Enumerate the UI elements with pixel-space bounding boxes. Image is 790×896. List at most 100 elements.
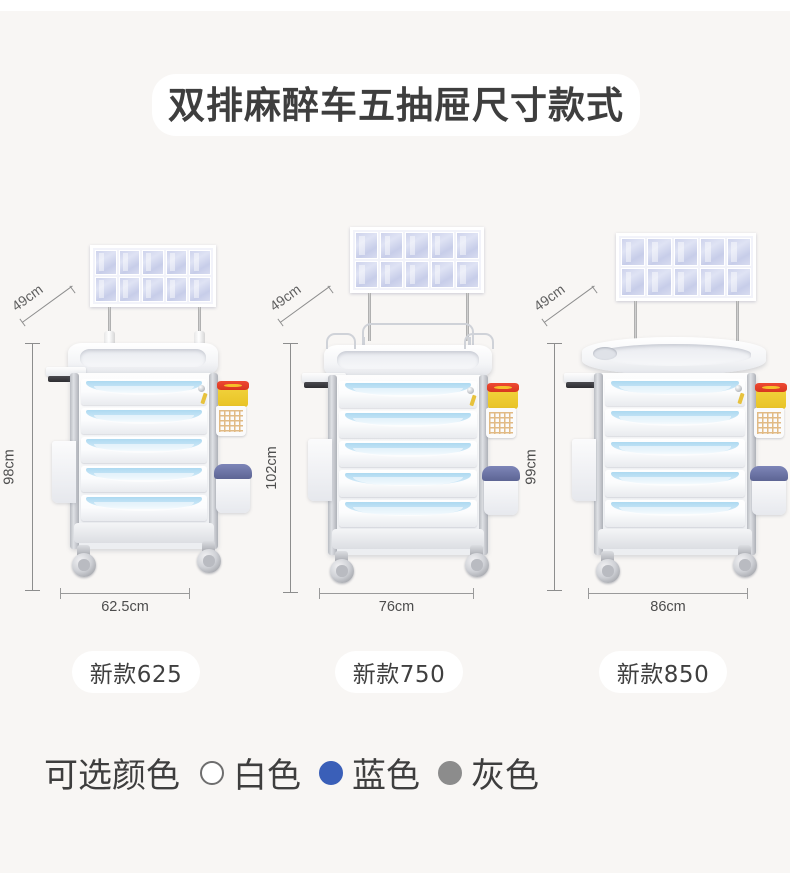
drawer[interactable] [605, 499, 745, 528]
drawer[interactable] [81, 408, 207, 434]
drawer[interactable] [81, 379, 207, 405]
width-dimension-625: 62.5cm [60, 588, 190, 619]
dimension-tick-bottom [547, 590, 562, 591]
drawer[interactable] [605, 469, 745, 497]
drawer[interactable] [81, 495, 207, 521]
cabinet-plinth [598, 529, 752, 549]
sharps-container [755, 383, 787, 409]
drawer[interactable] [339, 440, 477, 468]
waste-bin-lid [482, 466, 520, 481]
waste-bin-lid [750, 466, 788, 481]
drawer[interactable] [339, 470, 477, 498]
caster-yoke [335, 551, 348, 562]
organizer-bin [118, 277, 141, 302]
dimension-tick-left [588, 588, 589, 599]
side-storage-bin [308, 439, 332, 501]
color-option-white[interactable]: 白色 [200, 748, 301, 797]
counter-basin [596, 343, 752, 366]
color-name-gray: 灰色 [471, 756, 539, 796]
organizer-bin [621, 268, 646, 296]
color-options-row: 可选颜色 白色 蓝色 灰色 [44, 748, 557, 797]
organizer-bin [430, 261, 454, 288]
counter-side-handle[interactable] [464, 333, 494, 349]
color-options-label: 可选颜色 [44, 756, 180, 796]
dimension-line [32, 343, 33, 591]
model-label-850: 新款850 [599, 651, 727, 693]
width-label-850: 86cm [650, 599, 686, 615]
organizer-bin [647, 238, 672, 266]
utility-basket [486, 408, 516, 438]
organizer-bin [673, 238, 699, 266]
height-label-850: 99cm [523, 449, 540, 485]
caster-wheel [596, 559, 620, 583]
caster-yoke [470, 545, 483, 556]
caster-wheel [733, 553, 757, 577]
pole-foot [104, 331, 115, 347]
drawer[interactable] [81, 466, 207, 492]
organizer-bin [700, 238, 725, 266]
sharps-container-lid [487, 383, 519, 392]
central-lock[interactable] [467, 387, 474, 394]
model-label-750: 新款750 [335, 651, 463, 693]
model-label-625: 新款625 [72, 651, 200, 693]
side-storage-bin [52, 441, 76, 503]
dimension-line [588, 593, 748, 594]
counter-side-handle[interactable] [326, 333, 356, 349]
organizer-bin [189, 277, 211, 302]
dimension-tick-left [319, 588, 320, 599]
rack-support-pole [198, 307, 201, 335]
waste-bin [214, 464, 252, 513]
drawer[interactable] [339, 410, 477, 438]
dimension-tick-bottom [25, 590, 40, 591]
model-label-750-text: 新款750 [352, 662, 446, 688]
drawer[interactable] [81, 437, 207, 463]
width-dimension-850: 86cm [588, 588, 748, 619]
waste-bin-lid [214, 464, 252, 479]
central-lock[interactable] [198, 385, 205, 392]
side-storage-bin [572, 439, 596, 501]
waste-bin [482, 466, 520, 515]
rack-support-pole [466, 293, 469, 341]
dimension-tick-right [747, 588, 748, 599]
organizer-bin [189, 250, 211, 275]
organizer-bin [726, 238, 751, 266]
drawer[interactable] [339, 500, 477, 527]
drawer[interactable] [605, 409, 745, 437]
color-option-blue[interactable]: 蓝色 [319, 748, 420, 797]
caster-yoke [601, 551, 614, 562]
dimension-tick-right [473, 588, 474, 599]
sharps-container [217, 381, 249, 407]
waste-bin [750, 466, 788, 515]
caster-wheel [465, 553, 489, 577]
caster-wheel [72, 553, 96, 577]
drawer[interactable] [605, 379, 745, 407]
sharps-container-lid [217, 381, 249, 390]
side-pullout-tray [302, 373, 346, 382]
cart-illustration-625 [46, 245, 252, 600]
organizer-bin [355, 261, 379, 288]
cabinet-side-rail [594, 373, 603, 555]
drawer[interactable] [339, 381, 477, 408]
organizer-bin [95, 277, 117, 302]
caster-yoke [738, 545, 751, 556]
sharps-container-lid [755, 383, 787, 392]
model-label-625-text: 新款625 [89, 662, 183, 688]
rack-support-pole [368, 293, 371, 341]
top-organizer-rack [616, 233, 756, 301]
central-lock[interactable] [735, 385, 742, 392]
drawer-cabinet [594, 373, 756, 555]
height-label-625: 98cm [1, 449, 18, 485]
counter-top [582, 337, 766, 375]
page-title-text: 双排麻醉车五抽屉尺寸款式 [168, 83, 624, 127]
organizer-bin [430, 232, 454, 259]
pole-foot [194, 331, 205, 347]
drawer-cabinet [70, 373, 218, 549]
top-organizer-rack [350, 227, 484, 293]
dimension-tick-bottom [283, 592, 298, 593]
drawer[interactable] [605, 439, 745, 467]
color-option-gray[interactable]: 灰色 [438, 748, 539, 797]
model-label-850-text: 新款850 [616, 662, 710, 688]
side-tray-rail [304, 382, 344, 388]
dimension-tick-top [25, 343, 40, 344]
